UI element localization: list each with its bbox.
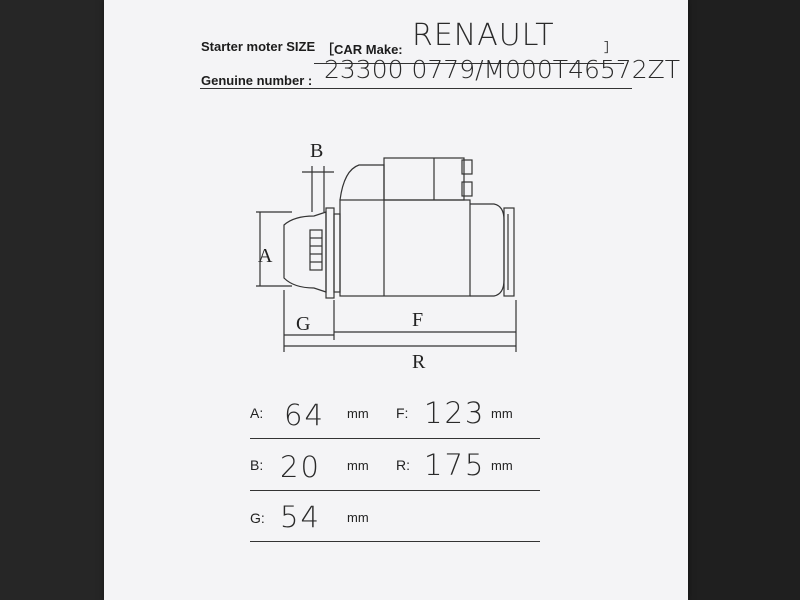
row-rule-1: [250, 438, 540, 439]
measurement-r-label: R:: [396, 457, 410, 473]
starter-motor-diagram: B A G F: [256, 140, 517, 373]
measurement-a-unit: mm: [347, 406, 369, 421]
dim-label-b: B: [310, 140, 323, 162]
car-make-label: ［CAR Make:: [321, 42, 403, 57]
dim-label-a: A: [258, 245, 273, 267]
measurement-r-value: 175: [424, 448, 486, 482]
measurement-a-value: 64: [284, 398, 325, 432]
measurement-f-label: F:: [396, 405, 409, 421]
measurement-r-unit: mm: [491, 458, 513, 473]
measurement-g-unit: mm: [347, 510, 369, 525]
measurement-b-unit: mm: [347, 458, 369, 473]
background-right: [685, 0, 800, 600]
car-make-value: RENAULT: [412, 18, 555, 53]
row-rule-3: [250, 541, 540, 542]
bracket-close: ］: [604, 40, 618, 55]
genuine-value: 23300 0779/M000T46572ZT: [324, 55, 681, 84]
measurement-g-value: 54: [280, 500, 321, 534]
background-left: [0, 0, 110, 600]
measurement-b-label: B:: [250, 457, 264, 473]
row-rule-2: [250, 490, 540, 491]
genuine-label: Genuine number :: [201, 73, 313, 88]
measurement-g-label: G:: [250, 510, 265, 526]
measurement-f-unit: mm: [491, 406, 513, 421]
measurement-a-label: A:: [250, 405, 264, 421]
car-make-rule: [314, 63, 624, 64]
measurement-b-value: 20: [280, 450, 321, 484]
spec-sheet: Starter moter SIZE ［CAR Make: RENAULT ］ …: [104, 0, 688, 600]
size-label: Starter moter SIZE: [201, 39, 316, 54]
measurement-f-value: 123: [424, 396, 486, 430]
dim-label-r: R: [412, 351, 426, 373]
dim-label-g: G: [296, 313, 310, 335]
dim-label-f: F: [412, 309, 423, 331]
genuine-rule: [200, 88, 632, 89]
